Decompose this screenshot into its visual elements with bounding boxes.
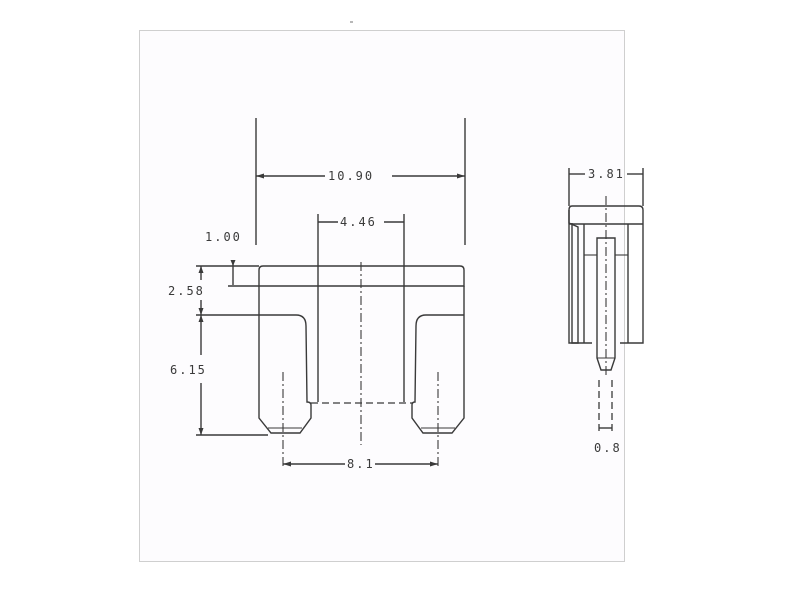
dim-terminal-pitch: 8.1: [347, 457, 375, 471]
side-view: 3.81 0.8: [568, 167, 644, 455]
dim-terminal-length: 6.15: [170, 363, 207, 377]
dim-overall-width: 10.90: [328, 169, 374, 183]
dim-top-band: 1.00: [205, 230, 242, 244]
dim-terminal-thickness: 0.8: [594, 441, 622, 455]
dim-head-height: 2.58: [168, 284, 205, 298]
dim-center-gap-width: 4.46: [340, 215, 377, 229]
stray-mark: [350, 21, 353, 23]
dim-overall-thickness: 3.81: [588, 167, 625, 181]
drawing-frame: [139, 30, 625, 562]
front-view: 10.90 4.46 8.1 1.00: [168, 118, 466, 471]
